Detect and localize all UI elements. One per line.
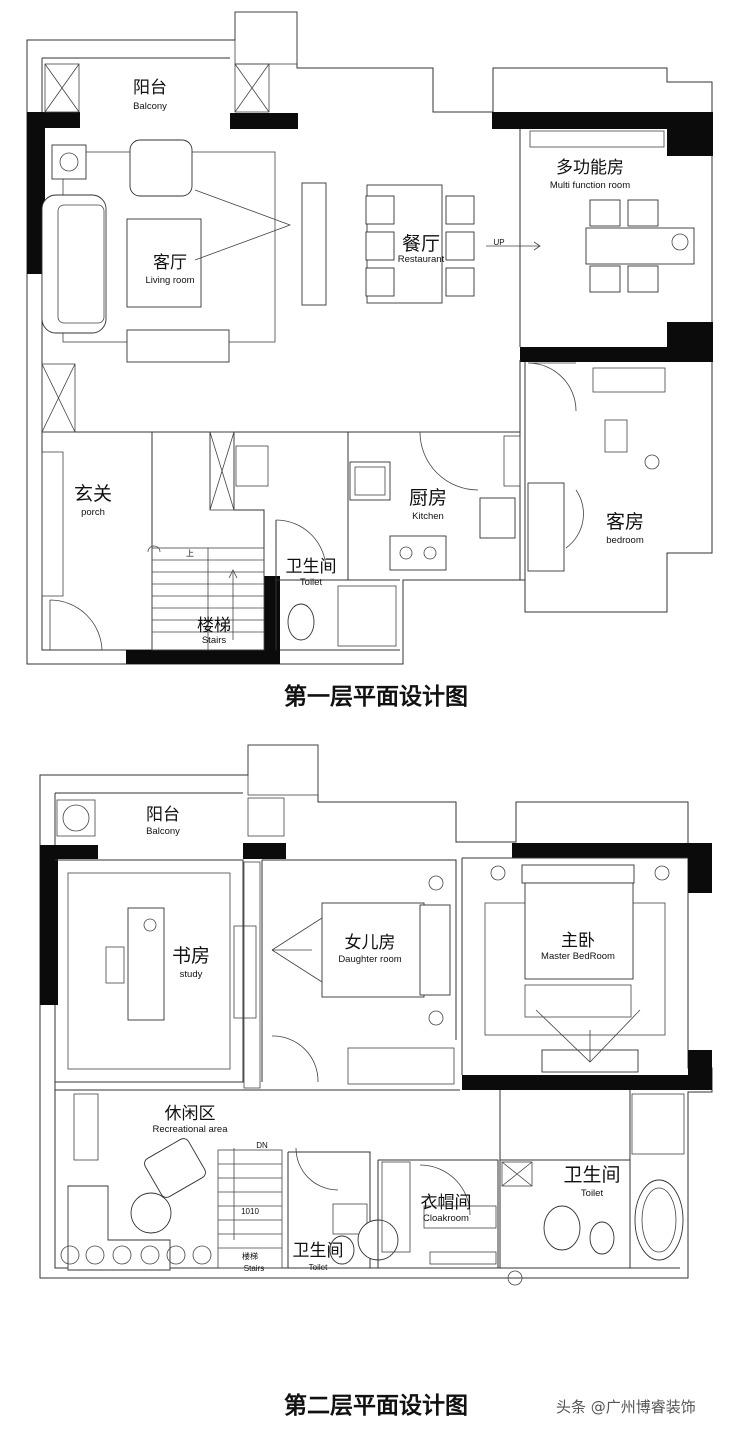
floor1-sofa bbox=[41, 194, 107, 334]
floor2-cloakroom-en: Cloakroom bbox=[423, 1213, 469, 1224]
floor1-title: 第一层平面设计图 bbox=[284, 683, 468, 710]
floor2-planters bbox=[60, 1245, 212, 1265]
floor2-balcony-en: Balcony bbox=[146, 826, 180, 837]
floor2-labels: 阳台 Balcony 书房 study 女儿房 Daughter room 主卧… bbox=[146, 805, 621, 1273]
floor2-shower bbox=[631, 1093, 685, 1155]
floor1-restaurant-en: Restaurant bbox=[398, 254, 445, 265]
floor1-multi-en: Multi function room bbox=[550, 180, 630, 191]
floor2-small-toilet-bowl bbox=[329, 1235, 355, 1265]
floor2-corner-sofa bbox=[67, 1185, 171, 1271]
floor2-wall-master-corner bbox=[688, 1050, 712, 1090]
floor1-living-en: Living room bbox=[145, 275, 194, 286]
floor2-wall-balcony bbox=[58, 845, 98, 859]
floor1-wall-balcony-west bbox=[45, 112, 80, 128]
floor2-master-bed bbox=[524, 882, 634, 980]
floor1-toilet-en: Toilet bbox=[300, 577, 323, 588]
floor1-kitchen-cn: 厨房 bbox=[409, 487, 447, 509]
floor1-wall-multi-top bbox=[492, 112, 713, 129]
floor2-title: 第二层平面设计图 bbox=[284, 1392, 468, 1419]
floor1-shoe-cabinet bbox=[41, 451, 64, 597]
floor1-toilet-bowl bbox=[287, 603, 315, 641]
floor2-plan bbox=[39, 744, 713, 1286]
floor2-piano bbox=[73, 1093, 99, 1161]
floor2-toilet-small-cn: 卫生间 bbox=[293, 1241, 344, 1261]
floor1-bedroom-en: bedroom bbox=[606, 535, 644, 546]
floor1-toilet-cn: 卫生间 bbox=[286, 557, 337, 577]
floor2-study-en: study bbox=[180, 969, 203, 980]
floor2-study-rug bbox=[67, 872, 231, 1070]
floor2-stairs-en: Stairs bbox=[244, 1264, 264, 1273]
floor2-daughter-wardrobe bbox=[233, 925, 257, 1019]
floor1-up-mark: UP bbox=[493, 238, 504, 247]
floor1-side-table bbox=[51, 144, 87, 180]
floor1-guest-bed bbox=[527, 482, 565, 572]
floor2-dim-mark: 1010 bbox=[241, 1207, 259, 1216]
floor2-basin bbox=[543, 1205, 581, 1251]
floor2-toilet-small-en: Toilet bbox=[309, 1263, 328, 1272]
floor2-master-cn: 主卧 bbox=[561, 931, 595, 951]
floor1-labels: 阳台 Balcony 客厅 Living room 餐厅 Restaurant … bbox=[74, 78, 644, 646]
floor2-stairs bbox=[217, 1148, 283, 1269]
floor2-round-table bbox=[130, 1192, 172, 1234]
floor1-multi-desk bbox=[585, 227, 695, 265]
floor1-stair-up-mark: 上 bbox=[186, 549, 194, 558]
floor2-wall-master-top bbox=[512, 843, 712, 858]
floor1-tv-cabinet bbox=[126, 329, 230, 363]
floor2-master-en: Master BedRoom bbox=[541, 951, 615, 962]
floor1-plan bbox=[26, 11, 713, 665]
floor2-hall-wardrobe bbox=[347, 1047, 455, 1085]
floor1-restaurant-cn: 餐厅 bbox=[402, 233, 440, 255]
floor1-window-left bbox=[44, 63, 80, 113]
floor1-stairs bbox=[147, 545, 265, 651]
floor2-study-desk bbox=[127, 907, 165, 1021]
floor2-wall-master-bottom bbox=[462, 1075, 688, 1090]
floor1-bedroom-cn: 客房 bbox=[606, 511, 644, 533]
floor1-porch-en: porch bbox=[81, 507, 105, 518]
floor2-bathtub bbox=[634, 1179, 684, 1261]
floor2-study-cn: 书房 bbox=[172, 945, 210, 967]
floor2-stairs-cn: 楼梯 bbox=[242, 1251, 258, 1261]
floor1-wardrobe bbox=[592, 367, 666, 393]
floor1-wall-west bbox=[27, 112, 45, 274]
floor1-wall-balcony-east bbox=[230, 113, 298, 129]
floor1-living-cn: 客厅 bbox=[153, 253, 187, 273]
floor1-stairs-cn: 楼梯 bbox=[197, 616, 231, 636]
floor2-dn-mark: DN bbox=[256, 1141, 268, 1150]
floor1-kitchen-en: Kitchen bbox=[412, 511, 444, 522]
floor1-balcony-en: Balcony bbox=[133, 101, 167, 112]
floor2-recreational-cn: 休闲区 bbox=[165, 1104, 216, 1124]
floor1-wall-multi-bottom bbox=[520, 347, 713, 362]
floor1-wall-multi-corner bbox=[667, 112, 713, 156]
floor2-cloak-rack-right bbox=[423, 1205, 497, 1229]
floor2-cloakroom-cn: 衣帽间 bbox=[421, 1193, 472, 1213]
floor2-recreational-en: Recreational area bbox=[153, 1124, 229, 1135]
floor2-master-toilet-bowl bbox=[589, 1221, 615, 1255]
floor2-lounge-chair bbox=[144, 1138, 206, 1198]
floor2-daughter-cn: 女儿房 bbox=[345, 933, 396, 953]
floor1-multi-cn: 多功能房 bbox=[556, 158, 624, 178]
watermark: 头条 @广州博睿装饰 bbox=[556, 1398, 696, 1416]
floor1-wall-multi-corner2 bbox=[667, 322, 713, 362]
floor1-wall-bottom bbox=[126, 650, 280, 664]
floor2-toilet-master-cn: 卫生间 bbox=[563, 1164, 620, 1186]
floor1-stove bbox=[389, 535, 447, 571]
floor1-stairs-en: Stairs bbox=[202, 635, 227, 646]
floor1-coffee-table bbox=[126, 218, 202, 308]
floor2-cloak-rack-left bbox=[381, 1161, 411, 1253]
floor2-daughter-en: Daughter room bbox=[338, 954, 401, 965]
floor1-fridge bbox=[349, 461, 391, 501]
floor1-divider bbox=[301, 182, 327, 306]
floor1-balcony-cn: 阳台 bbox=[133, 78, 167, 98]
floor2-balcony-cn: 阳台 bbox=[146, 805, 180, 825]
floor1-porch-cn: 玄关 bbox=[74, 483, 112, 505]
floor2-wall-west bbox=[40, 845, 58, 1005]
floor2-toilet-master-en: Toilet bbox=[581, 1188, 604, 1199]
floor2-daughter-bed bbox=[321, 902, 425, 998]
floor1-armchair bbox=[129, 139, 193, 197]
floor1-sink bbox=[479, 497, 516, 539]
